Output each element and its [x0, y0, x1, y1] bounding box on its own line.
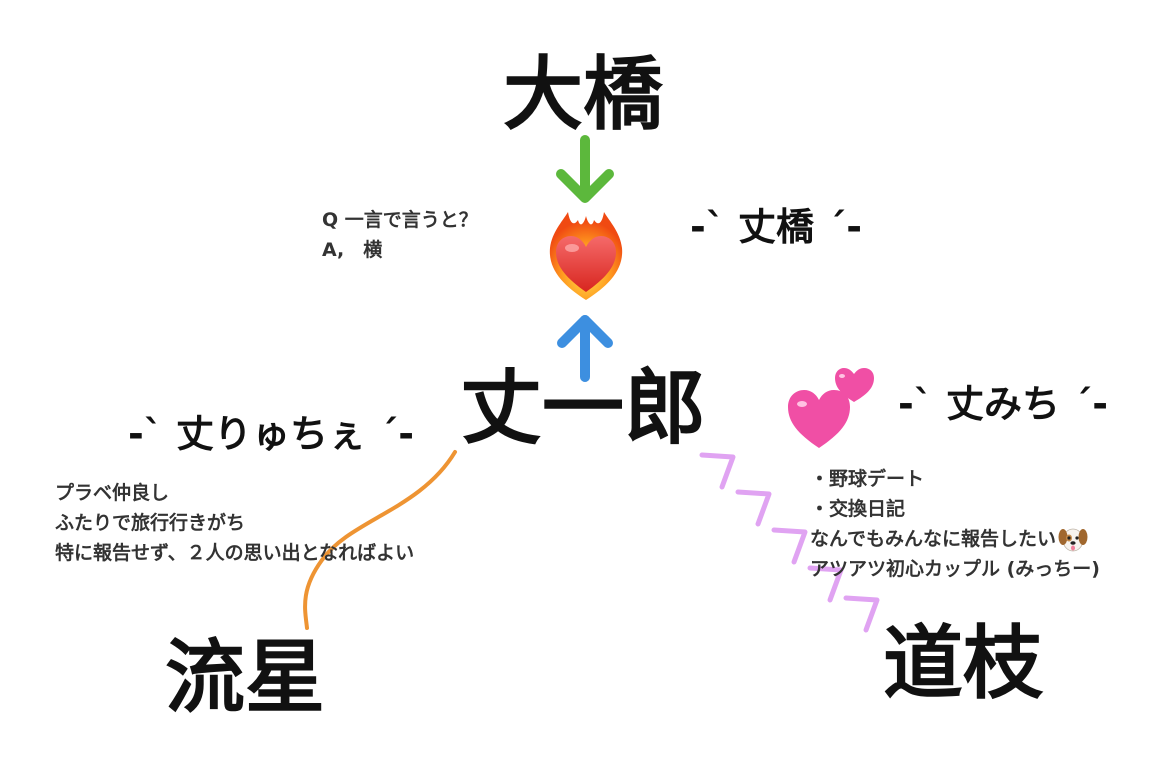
- node-center-name: 丈一郎: [460, 361, 707, 456]
- chevron-2-icon: [735, 489, 772, 527]
- note-top-line-2: A, 横: [322, 239, 383, 261]
- note-right-line-3: なんでもみんなに報告したい: [810, 528, 1057, 550]
- node-top-name: 大橋: [503, 48, 663, 141]
- note-top: Q 一言で言うと？ A, 横: [322, 205, 478, 265]
- pair-label-top: -ˋ 丈橋 ˊ-: [690, 205, 863, 249]
- note-left-line-3: 特に報告せず、２人の思い出となればよい: [55, 542, 415, 564]
- pair-label-left: -ˋ 丈りゅちぇ ˊ-: [128, 412, 415, 456]
- chevron-1-icon: [699, 452, 736, 490]
- pair-label-right: -ˋ 丈みち ˊ-: [898, 382, 1109, 426]
- dog-face-icon: [1058, 525, 1088, 553]
- note-left-line-2: ふたりで旅行行きがち: [55, 512, 246, 534]
- arrow-down-icon: [556, 135, 614, 203]
- note-left-line-1: プラベ仲良し: [55, 482, 170, 504]
- note-right-line-2: ・交換日記: [810, 498, 906, 520]
- note-left: プラベ仲良し ふたりで旅行行きがち 特に報告せず、２人の思い出となればよい: [55, 478, 414, 568]
- note-top-line-1: Q 一言で言うと？: [322, 209, 478, 231]
- note-right-line-3-row: なんでもみんなに報告したい: [810, 524, 1100, 554]
- note-right: ・野球デート ・交換日記 なんでもみんなに報告したい アツアツ初心カップル (み…: [810, 464, 1100, 584]
- chevron-connector-right: [699, 452, 880, 633]
- arrow-up-icon: [557, 315, 613, 382]
- heart-on-fire-icon: [544, 206, 628, 302]
- chevron-4-icon: [807, 565, 844, 603]
- chevron-5-icon: [843, 595, 880, 633]
- connector-curve-left: [303, 450, 457, 630]
- two-hearts-icon: [786, 362, 878, 450]
- note-right-line-1: ・野球デート: [810, 468, 925, 490]
- chevron-3-icon: [771, 527, 808, 565]
- node-bottom-right-name: 道枝: [883, 617, 1043, 710]
- note-right-line-4: アツアツ初心カップル (みっちー): [810, 558, 1100, 580]
- node-bottom-left-name: 流星: [165, 631, 325, 724]
